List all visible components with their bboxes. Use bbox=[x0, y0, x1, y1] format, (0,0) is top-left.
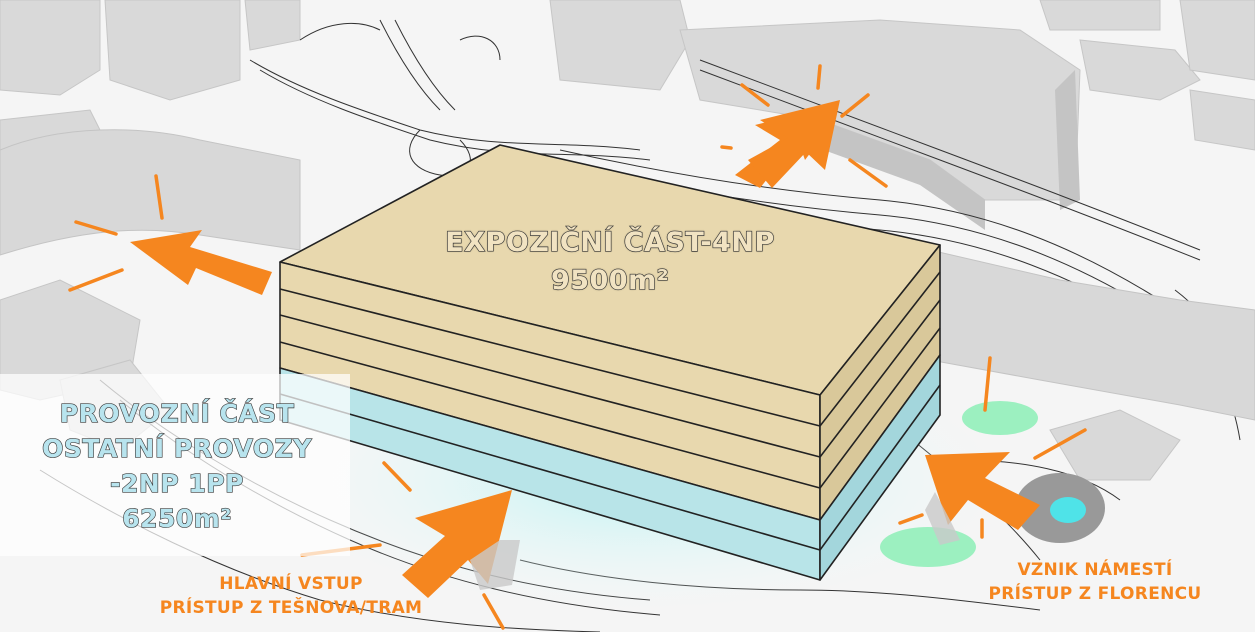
green-circle-upper bbox=[962, 401, 1038, 435]
operations-line2: OSTATNÍ PROVOZY bbox=[0, 431, 354, 466]
operations-label: PROVOZNÍ ČÁST OSTATNÍ PROVOZY -2NP 1PP 6… bbox=[0, 396, 354, 536]
main-entrance-label: HLAVNÍ VSTUP PRÍSTUP Z TEŠNOVA/TRAM bbox=[106, 572, 476, 620]
exposition-label: EXPOZIČNÍ ČÁST-4NP 9500m² bbox=[380, 224, 840, 300]
main-entrance-line1: HLAVNÍ VSTUP bbox=[106, 572, 476, 596]
main-entrance-line2: PRÍSTUP Z TEŠNOVA/TRAM bbox=[106, 596, 476, 620]
exposition-area: 9500m² bbox=[380, 262, 840, 300]
new-square-line1: VZNIK NÁMESTÍ bbox=[940, 558, 1250, 582]
exposition-title: EXPOZIČNÍ ČÁST-4NP bbox=[380, 224, 840, 262]
operations-area: 6250m² bbox=[0, 501, 354, 536]
operations-line1: PROVOZNÍ ČÁST bbox=[0, 396, 354, 431]
fountain-water bbox=[1050, 497, 1086, 523]
new-square-line2: PRÍSTUP Z FLORENCU bbox=[940, 582, 1250, 606]
new-square-label: VZNIK NÁMESTÍ PRÍSTUP Z FLORENCU bbox=[940, 558, 1250, 606]
operations-line3: -2NP 1PP bbox=[0, 466, 354, 501]
